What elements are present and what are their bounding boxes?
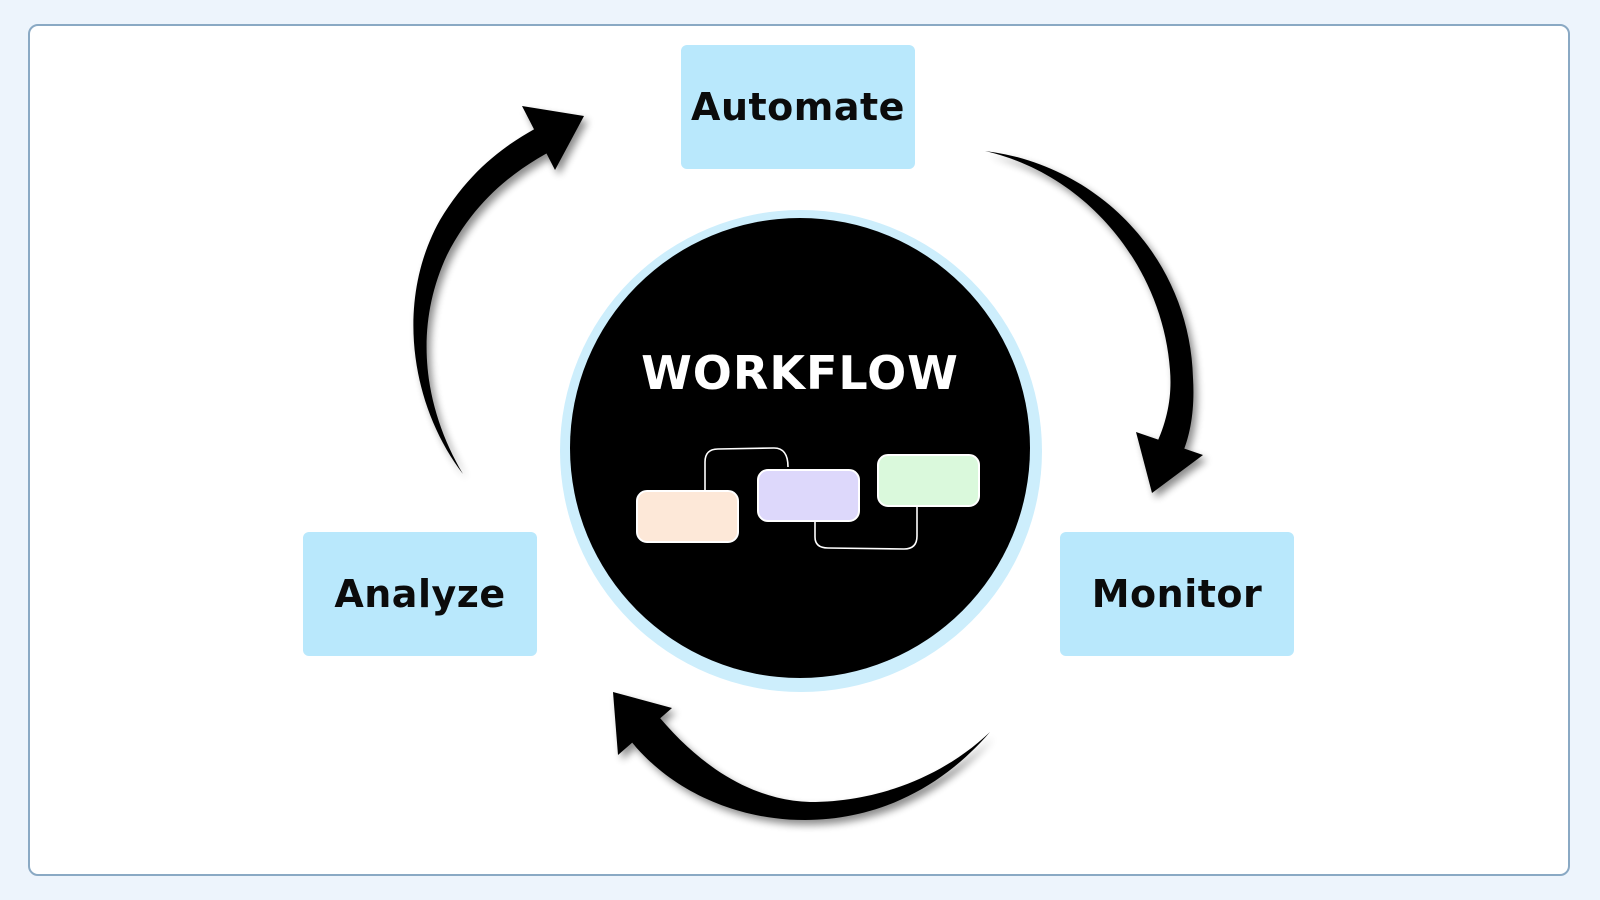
step-analyze-label: Analyze [334, 572, 506, 616]
step-automate-label: Automate [691, 85, 905, 129]
hub-title: WORKFLOW [641, 346, 959, 400]
step-monitor: Monitor [1060, 532, 1294, 656]
workflow-hub: WORKFLOW [570, 218, 1030, 678]
connector-line [814, 504, 918, 550]
step-analyze: Analyze [303, 532, 537, 656]
workflow-card-lavender [757, 469, 860, 522]
arrow-monitor-to-analyze [613, 692, 990, 820]
workflow-card-peach [636, 490, 739, 543]
connector-line [704, 447, 789, 490]
arrow-automate-to-monitor [985, 151, 1203, 493]
step-monitor-label: Monitor [1091, 572, 1263, 616]
arrow-analyze-to-automate [413, 106, 584, 474]
workflow-card-mint [877, 454, 980, 507]
step-automate: Automate [681, 45, 915, 169]
